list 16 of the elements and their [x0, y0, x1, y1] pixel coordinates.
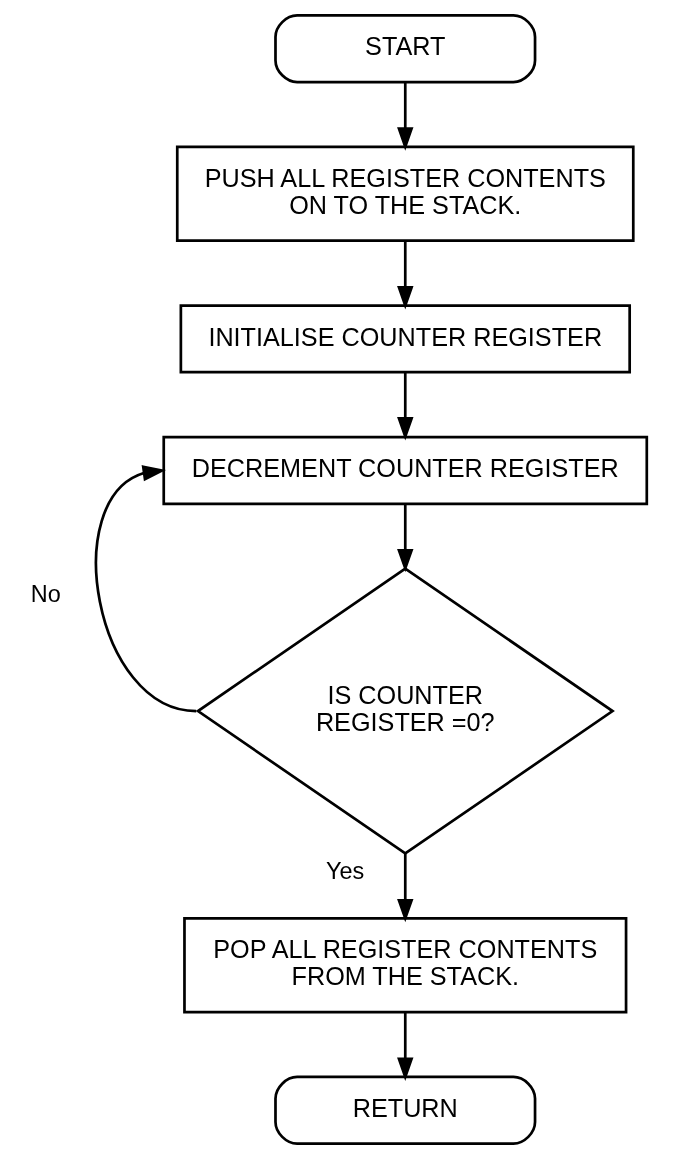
- node-box: START: [274, 14, 537, 84]
- edge-label: No: [30, 580, 61, 607]
- arrow: [397, 372, 414, 441]
- arrow: [397, 241, 414, 310]
- arrow: [397, 82, 414, 151]
- node-diamond: IS COUNTER REGISTER =0?: [195, 567, 615, 856]
- arrow: [397, 1012, 414, 1081]
- edge-label: Yes: [326, 858, 365, 885]
- node-box: INITIALISE COUNTER REGISTER: [179, 304, 631, 374]
- node-box: RETURN: [274, 1075, 537, 1145]
- node-box: POP ALL REGISTER CONTENTS FROM THE STACK.: [183, 917, 628, 1014]
- node-box: DECREMENT COUNTER REGISTER: [162, 435, 649, 506]
- arrow: [397, 853, 414, 923]
- arrow: [397, 504, 414, 573]
- arrow: [95, 465, 197, 713]
- node-box: PUSH ALL REGISTER CONTENTS ON TO THE STACK.: [175, 145, 635, 242]
